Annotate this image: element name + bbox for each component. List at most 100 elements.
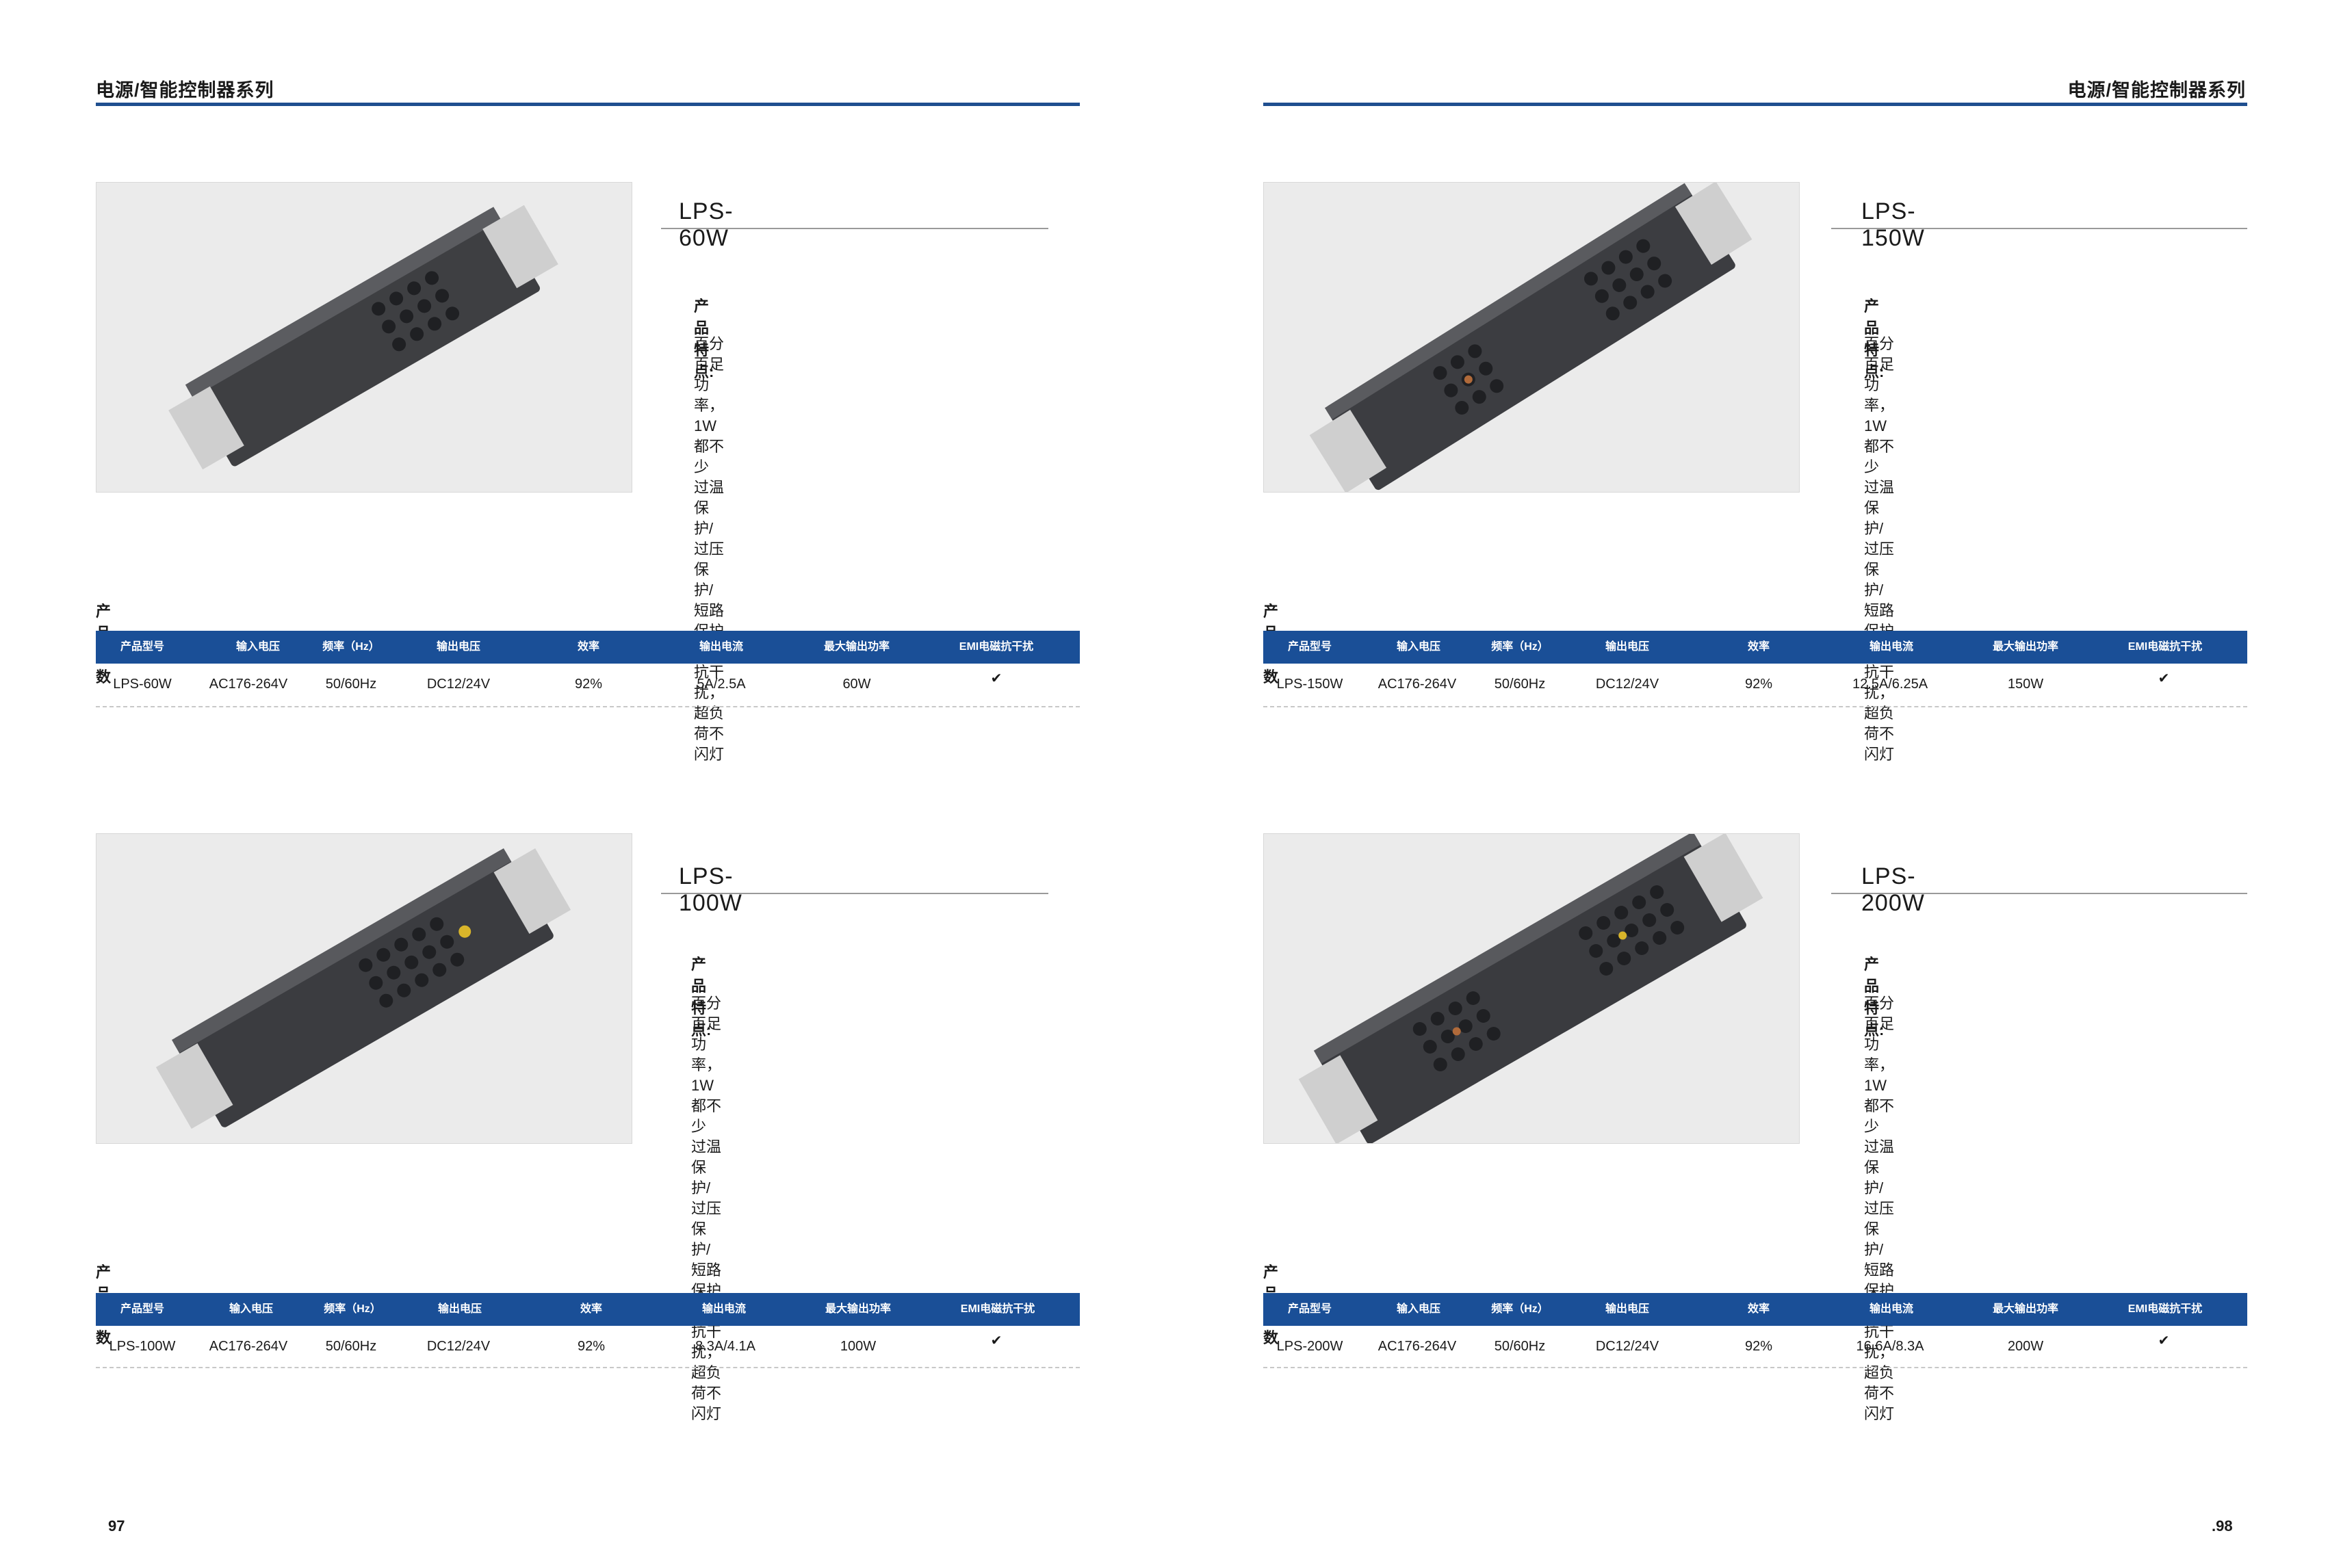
cell-output-current: 5A/2.5A [697,677,746,692]
cell-output-voltage: DC12/24V [426,1339,491,1354]
cell-output-current: 8.3A/4.1A [695,1339,755,1354]
cell-efficiency: 92% [574,677,603,692]
col-header: 频率（Hz） [324,1303,381,1315]
page-number-left: 97 [108,1517,125,1534]
product-photo [1263,833,1800,1144]
col-header: 频率（Hz） [322,641,380,653]
cell-input-voltage: AC176-264V [1378,677,1457,692]
spec-table-header: 产品型号 输入电压 频率（Hz） 输出电压 效率 输出电流 最大输出功率 EMI… [1263,631,2247,664]
cell-output-current: 16.6A/8.3A [1856,1339,1924,1354]
model-title: LPS-200W [1861,863,1925,916]
cell-model: LPS-60W [113,677,172,692]
product-photo [1263,182,1800,493]
col-header: 输入电压 [235,641,281,653]
product-photo [96,833,632,1144]
cell-output-current: 12.5A/6.25A [1852,677,1928,692]
col-header: 输出电压 [1605,1303,1650,1315]
cell-efficiency: 92% [1744,1339,1773,1354]
power-supply-image [1264,834,1799,1143]
cell-frequency: 50/60Hz [1494,1339,1546,1354]
col-header: 效率 [577,641,600,653]
cell-max-power: 150W [2007,677,2044,692]
cell-frequency: 50/60Hz [325,677,377,692]
col-header: 输入电压 [1396,641,1441,653]
feature-line: 百分百足功率，1W都不少 [694,335,725,475]
col-header: 最大输出功率 [825,1303,892,1315]
features-heading: 产品特点: [691,956,712,1038]
col-header: 频率（Hz） [1491,1303,1549,1315]
col-header: 输出电流 [1869,1303,1914,1315]
col-header: 输出电流 [699,641,744,653]
col-header: EMI电磁抗干扰 [2127,1303,2203,1315]
table-divider [1263,706,2247,707]
col-header: 输入电压 [1396,1303,1441,1315]
col-header: 最大输出功率 [1992,641,2059,653]
feature-line: 过温保护/过压保护/短路保护 [694,479,725,640]
model-rule [661,228,1048,229]
header-rule-right [1263,103,2247,106]
checkmark-icon: ✔ [2158,671,2170,686]
table-divider [1263,1367,2247,1368]
spec-table-row: LPS-100W AC176-264V 50/60Hz DC12/24V 92%… [96,1330,1080,1363]
col-header: 最大输出功率 [1992,1303,2059,1315]
cell-efficiency: 92% [577,1339,606,1354]
model-rule [1831,228,2247,229]
power-supply-image [96,834,632,1143]
page-number-right: .98 [2212,1517,2233,1534]
spec-table-header: 产品型号 输入电压 频率（Hz） 输出电压 效率 输出电流 最大输出功率 EMI… [96,631,1080,664]
checkmark-icon: ✔ [2158,1333,2170,1348]
header-title-right: 电源/智能控制器系列 [2067,80,2246,101]
col-header: 输出电流 [1869,641,1914,653]
table-divider [96,1367,1080,1368]
feature-line: 百分百足功率，1W都不少 [1864,335,1895,475]
table-divider [96,706,1080,707]
cell-model: LPS-200W [1276,1339,1343,1354]
cell-model: LPS-150W [1276,677,1343,692]
cell-max-power: 200W [2007,1339,2044,1354]
model-title: LPS-100W [679,863,742,916]
cell-output-voltage: DC12/24V [1595,1339,1659,1354]
spec-table-header: 产品型号 输入电压 频率（Hz） 输出电压 效率 输出电流 最大输出功率 EMI… [1263,1293,2247,1326]
power-supply-image [96,183,632,492]
feature-line: 过温保护/过压保护/短路保护 [1864,479,1895,640]
features-heading: 产品特点: [694,298,714,380]
features-list: 百分百足功率，1W都不少 过温保护/过压保护/短路保护 滤波抗干扰，超负荷不闪灯 [1864,993,1894,1424]
col-header: 输出电压 [436,641,481,653]
col-header: 效率 [1747,641,1770,653]
col-header: EMI电磁抗干扰 [960,1303,1035,1315]
model-title: LPS-60W [679,198,734,251]
feature-line: 过温保护/过压保护/短路保护 [1864,1138,1895,1299]
cell-output-voltage: DC12/24V [426,677,491,692]
col-header: 产品型号 [1287,1303,1332,1315]
checkmark-icon: ✔ [990,1333,1003,1348]
cell-frequency: 50/60Hz [325,1339,377,1354]
cell-input-voltage: AC176-264V [209,677,288,692]
cell-input-voltage: AC176-264V [1378,1339,1457,1354]
cell-max-power: 60W [842,677,871,692]
col-header: 产品型号 [120,641,165,653]
col-header: EMI电磁抗干扰 [959,641,1034,653]
col-header: 频率（Hz） [1491,641,1549,653]
model-rule [1831,893,2247,894]
cell-output-voltage: DC12/24V [1595,677,1659,692]
features-list: 百分百足功率，1W都不少 过温保护/过压保护/短路保护 滤波抗干扰，超负荷不闪灯 [1864,334,1894,765]
col-header: 输出电压 [1605,641,1650,653]
col-header: 效率 [1747,1303,1770,1315]
cell-input-voltage: AC176-264V [209,1339,288,1354]
header-title-left: 电源/智能控制器系列 [96,80,274,101]
power-supply-image [1264,183,1799,492]
col-header: 输出电压 [437,1303,482,1315]
col-header: 最大输出功率 [823,641,890,653]
spec-table-row: LPS-200W AC176-264V 50/60Hz DC12/24V 92%… [1263,1330,2247,1363]
cell-frequency: 50/60Hz [1494,677,1546,692]
cell-max-power: 100W [840,1339,877,1354]
features-heading: 产品特点: [1864,298,1885,380]
cell-efficiency: 92% [1744,677,1773,692]
product-photo [96,182,632,493]
spec-table-header: 产品型号 输入电压 频率（Hz） 输出电压 效率 输出电流 最大输出功率 EMI… [96,1293,1080,1326]
col-header: EMI电磁抗干扰 [2127,641,2203,653]
checkmark-icon: ✔ [990,671,1003,686]
feature-line: 百分百足功率，1W都不少 [691,995,722,1135]
col-header: 产品型号 [1287,641,1332,653]
col-header: 输入电压 [229,1303,274,1315]
